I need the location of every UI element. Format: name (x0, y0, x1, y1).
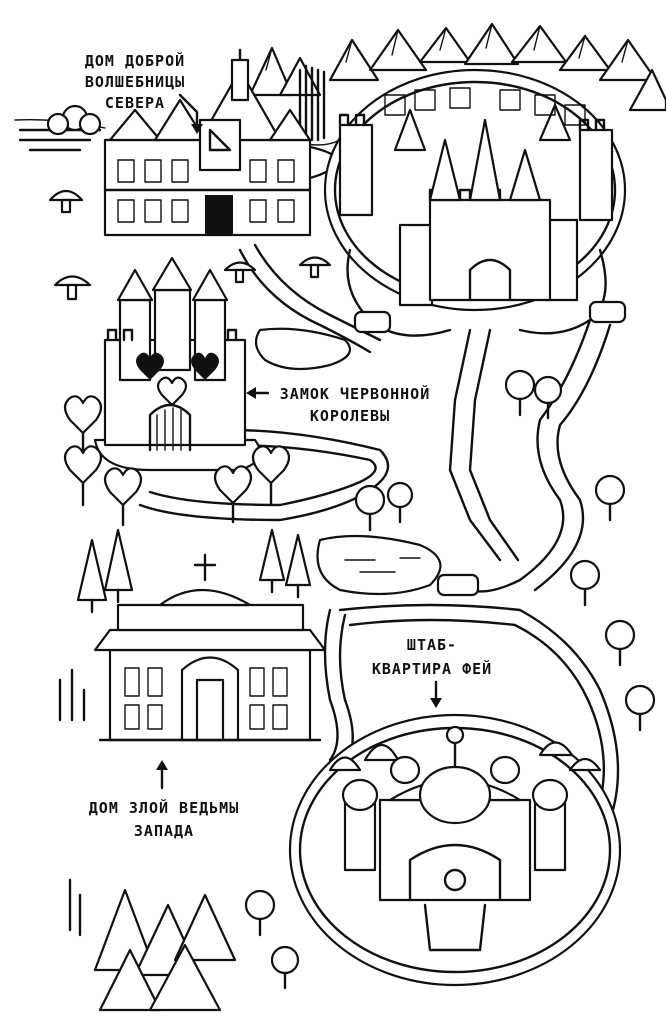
north-witch-line2: ВОЛШЕБНИЦЫ (85, 73, 185, 91)
north-witch-line3: СЕВЕРА (105, 94, 165, 112)
fairy-hq-line2: КВАРТИРА ФЕЙ (372, 659, 492, 678)
label-heart-queen: ЗАМОК ЧЕРВОННОЙ КОРОЛЕВЫ (280, 384, 430, 425)
heart-queen-castle (93, 256, 262, 472)
west-witch-line1: ДОМ ЗЛОЙ ВЕДЬМЫ (89, 798, 239, 817)
bridges (353, 300, 627, 597)
label-north-witch: ДОМ ДОБРОЙ ВОЛШЕБНИЦЫ СЕВЕРА (85, 51, 185, 112)
wicked-witch-house (93, 553, 327, 742)
reeds (58, 668, 86, 937)
southern-mountains (93, 888, 237, 1012)
walled-city (323, 68, 627, 312)
north-witch-line1: ДОМ ДОБРОЙ (85, 51, 185, 70)
west-witch-line2: ЗАПАДА (134, 822, 194, 840)
mushrooms (48, 189, 332, 301)
northern-mountains (248, 22, 666, 112)
good-witch-house (46, 48, 312, 237)
arrow-left-icon (246, 387, 270, 399)
pond (254, 327, 442, 596)
heart-queen-line2: КОРОЛЕВЫ (310, 407, 390, 425)
fairy-hq-line1: ШТАБ- (407, 636, 457, 654)
heart-queen-line1: ЗАМОК ЧЕРВОННОЙ (280, 384, 430, 403)
label-west-witch: ДОМ ЗЛОЙ ВЕДЬМЫ ЗАПАДА (89, 798, 239, 840)
fairy-hq (288, 713, 622, 987)
heart-trees (63, 395, 291, 527)
arrow-down-icon (178, 93, 203, 134)
arrow-up-icon (156, 760, 168, 790)
label-fairy-hq: ШТАБ- КВАРТИРА ФЕЙ (372, 636, 492, 678)
pine-trees (76, 528, 312, 614)
arrow-down-icon (430, 680, 442, 708)
round-trees (244, 369, 656, 990)
